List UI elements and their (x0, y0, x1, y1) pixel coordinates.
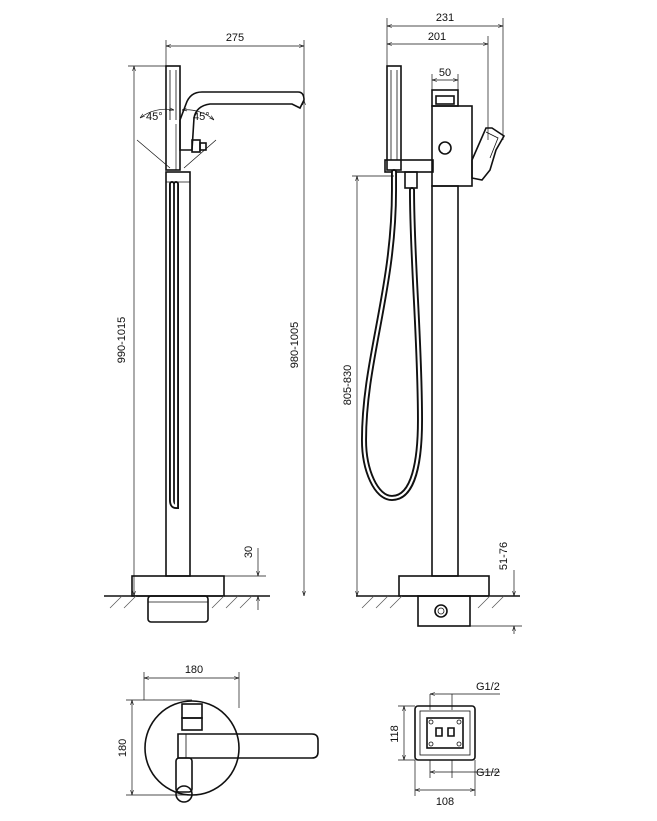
top-depth-label: 180 (117, 739, 129, 757)
floor-depth-label: 51-76 (498, 542, 510, 570)
front-total-width-label: 231 (436, 12, 454, 24)
thread-top-label: G1/2 (476, 681, 500, 693)
side-width-label: 275 (226, 32, 244, 44)
box-height-label: 118 (389, 725, 401, 743)
base-height-label: 30 (243, 546, 255, 558)
angle-right-label: 45° (193, 111, 210, 123)
spout-height-label: 980-1005 (289, 322, 301, 369)
total-height-label: 990-1015 (116, 317, 128, 364)
hose-height-label: 805-830 (342, 365, 354, 405)
top-view: 180 180 (117, 664, 319, 803)
front-width-label: 201 (428, 31, 446, 43)
box-view: G1/2 118 G1/2 108 (389, 681, 500, 808)
front-view: 231 201 50 805-830 (342, 12, 522, 634)
thread-bottom-label: G1/2 (476, 767, 500, 779)
box-width-label: 108 (436, 796, 454, 808)
side-view: 275 45° 45° 990-1015 980-1005 (104, 32, 304, 623)
top-width-label: 180 (185, 664, 203, 676)
offset-label: 50 (439, 67, 451, 79)
angle-left-label: 45° (146, 111, 163, 123)
